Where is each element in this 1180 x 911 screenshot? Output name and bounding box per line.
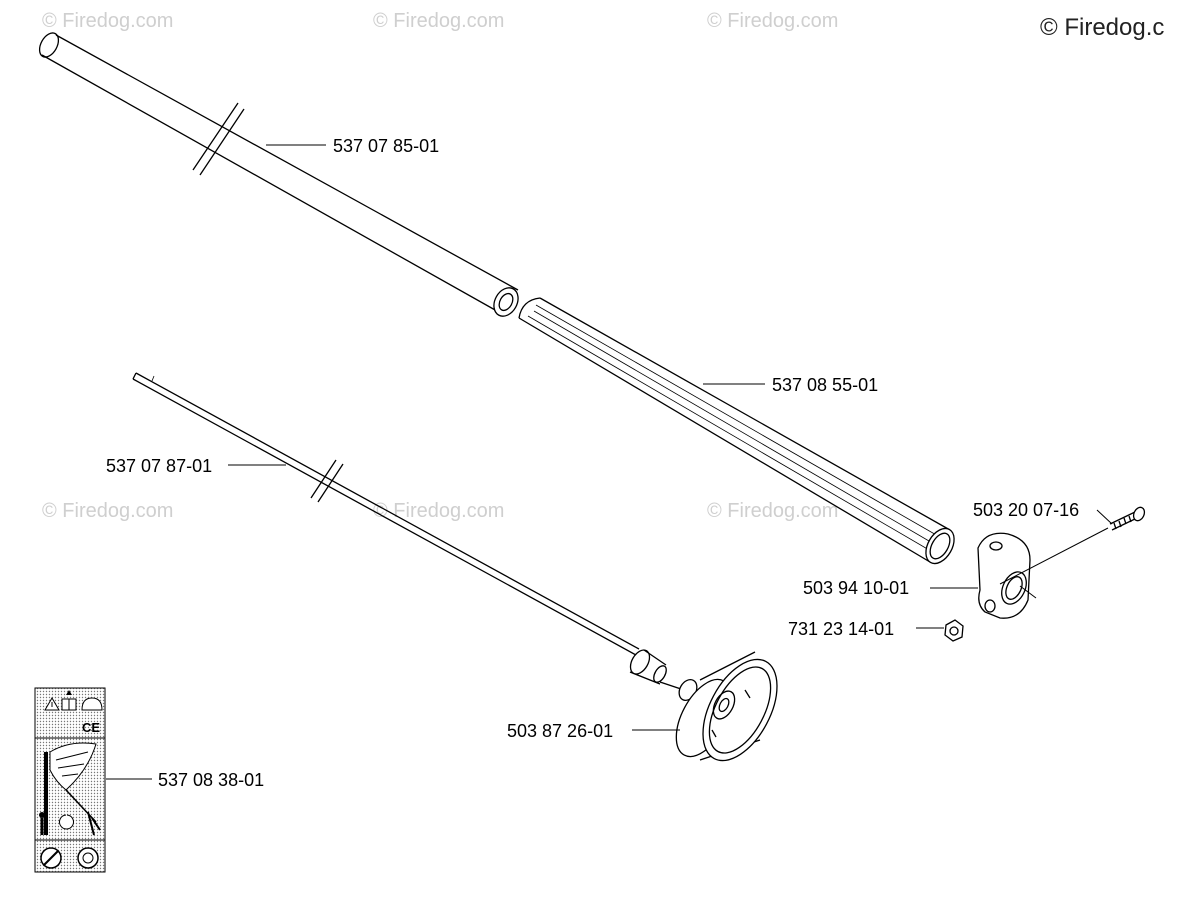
warning-triangle-icon [44, 697, 60, 711]
part-label-screw: 503 20 07-16 [973, 500, 1080, 520]
bracket [977, 527, 1109, 619]
grip-tube [518, 297, 955, 565]
upper-tube [38, 32, 519, 317]
watermark-6: © Firedog.com [707, 500, 839, 522]
clutch-drum [675, 651, 778, 762]
warning-decal: CE [34, 687, 106, 873]
watermark-4: © Firedog.com [42, 500, 174, 522]
watermark-corner: © Firedog.c [1040, 14, 1165, 41]
part-label-grip-tube: 537 08 55-01 [772, 375, 879, 395]
watermark-2: © Firedog.com [373, 10, 505, 32]
part-label-bracket: 503 94 10-01 [803, 578, 910, 598]
nut [944, 619, 964, 642]
screw [1109, 506, 1146, 531]
ce-mark: CE [82, 720, 100, 735]
watermark-5: © Firedog.com [373, 500, 505, 522]
part-label-nut: 731 23 14-01 [788, 619, 895, 639]
part-label-decal: 537 08 38-01 [158, 770, 265, 790]
watermark-3: © Firedog.com [707, 10, 839, 32]
no-children-icon [40, 847, 62, 869]
part-label-tube: 537 07 85-01 [333, 136, 440, 156]
drive-shaft [132, 372, 685, 691]
watermark-1: © Firedog.com [42, 10, 174, 32]
manual-book-icon [61, 698, 77, 711]
part-label-clutch-drum: 503 87 26-01 [507, 721, 614, 741]
operator-hazard-icon [39, 742, 101, 836]
part-label-drive-shaft: 537 07 87-01 [106, 456, 213, 476]
helmet-icon [81, 697, 103, 711]
noise-level-icon [77, 847, 99, 869]
leader-lines [106, 144, 1113, 780]
